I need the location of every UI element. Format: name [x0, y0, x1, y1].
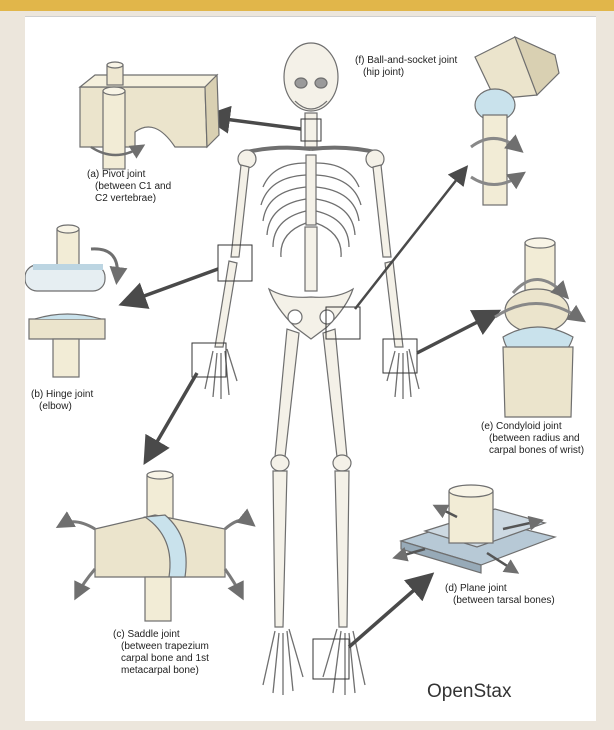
highlight-boxes — [191, 118, 418, 680]
foot-left — [262, 628, 304, 695]
plane-joint-illustration — [392, 484, 558, 574]
arrow-condyloid — [416, 309, 502, 355]
label-plane-title: (d) Plane joint — [445, 583, 507, 594]
label-ball-line-1: (hip joint) — [363, 67, 405, 78]
hinge-joint-illustration — [25, 224, 128, 378]
label-hinge-line-1: (elbow) — [39, 401, 72, 412]
arrow-saddle — [143, 372, 199, 466]
femur-left — [274, 328, 300, 458]
arrow-plane — [347, 572, 435, 649]
label-condyloid-joint: (e) Condyloid joint (between radius and … — [481, 421, 584, 457]
label-pivot-line-1: (between C1 and — [95, 181, 172, 192]
pelvis — [267, 287, 355, 340]
box-elbow — [217, 244, 253, 282]
label-pivot-title: (a) Pivot joint — [87, 169, 146, 180]
callout-arrows — [118, 105, 502, 649]
label-condyloid-line-2: carpal bones of wrist) — [489, 445, 585, 456]
label-saddle-line-3: metacarpal bone) — [121, 665, 199, 676]
hand-right — [386, 348, 420, 399]
label-saddle-line-1: (between trapezium — [121, 641, 209, 652]
pivot-joint-illustration — [78, 61, 220, 170]
openstax-credit: OpenStax — [427, 681, 512, 702]
rib-cage — [260, 162, 362, 258]
label-ball-title: (f) Ball-and-socket joint — [355, 55, 458, 66]
label-hinge-joint: (b) Hinge joint (elbow) — [31, 389, 93, 413]
arrow-ball — [354, 165, 469, 310]
forearm-left — [214, 260, 238, 348]
cervical-spine — [304, 112, 318, 148]
box-neck — [300, 118, 322, 142]
humerus-left — [230, 164, 250, 258]
humerus-right — [372, 164, 392, 258]
box-hip — [325, 306, 361, 340]
box-wrist — [382, 338, 418, 374]
label-saddle-title: (c) Saddle joint — [113, 629, 180, 640]
diagram-panel: (a) Pivot joint (between C1 and C2 verte… — [25, 16, 596, 721]
label-saddle-joint: (c) Saddle joint (between trapezium carp… — [113, 629, 209, 677]
arrow-hinge — [118, 267, 219, 309]
forearm-right — [384, 260, 404, 348]
label-condyloid-line-1: (between radius and — [489, 433, 580, 444]
tibia-right — [334, 470, 350, 628]
femur-right — [322, 328, 348, 458]
box-thumb — [191, 342, 227, 378]
skull — [283, 42, 339, 112]
label-saddle-line-2: carpal bone and 1st — [121, 653, 209, 664]
label-plane-line-1: (between tarsal bones) — [453, 595, 555, 606]
hand-left — [204, 348, 238, 399]
arrow-pivot — [202, 105, 302, 134]
condyloid-joint-illustration — [494, 237, 586, 418]
label-pivot-line-2: C2 vertebrae) — [95, 193, 157, 204]
skeleton — [204, 42, 420, 695]
box-foot — [312, 638, 350, 680]
tibia-left — [272, 470, 288, 628]
synovial-joints-diagram — [25, 35, 586, 695]
label-hinge-title: (b) Hinge joint — [31, 389, 94, 400]
label-pivot-joint: (a) Pivot joint (between C1 and C2 verte… — [87, 169, 171, 205]
saddle-joint-illustration — [55, 470, 256, 622]
eye-socket-left — [294, 77, 308, 89]
label-plane-joint: (d) Plane joint (between tarsal bones) — [445, 583, 555, 607]
sternum — [305, 154, 317, 226]
eye-socket-right — [314, 77, 328, 89]
lumbar-spine — [304, 226, 318, 292]
label-condyloid-title: (e) Condyloid joint — [481, 421, 562, 432]
ball-socket-joint-illustration — [470, 35, 560, 206]
label-ball-socket-joint: (f) Ball-and-socket joint (hip joint) — [355, 55, 457, 79]
top-accent-bar — [0, 0, 614, 11]
